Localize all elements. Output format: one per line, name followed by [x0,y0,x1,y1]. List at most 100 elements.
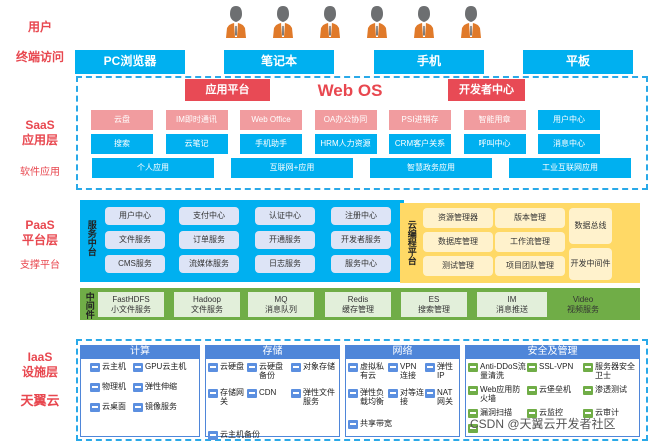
iaas-service-item[interactable]: 云硬盘备份 [247,362,290,381]
iaas-service-label: 存储网关 [220,388,244,406]
saas-app-3[interactable]: OA办公协同 [314,110,377,130]
saas-app-5[interactable]: 智能用章 [463,110,526,130]
iaas-service-item[interactable]: 渗透测试 [583,385,638,395]
saas-app-11[interactable]: CRM客户关系 [389,134,451,154]
storage-service-icon [247,389,257,398]
saas-app-2[interactable]: Web Office [240,110,302,130]
app-platform-button[interactable]: 应用平台 [185,79,270,101]
iaas-service-item[interactable]: 弹性文件服务 [291,388,338,407]
compute-service-icon [133,403,143,412]
iaas-service-label: 虚拟私有云 [360,362,384,380]
saas-app-1[interactable]: IM即时通讯 [165,110,228,130]
service-8[interactable]: CMS服务 [105,255,165,273]
dev-center-button[interactable]: 开发者中心 [448,79,525,101]
service-0[interactable]: 用户中心 [105,207,165,225]
saas-app-7[interactable]: 搜索 [91,134,153,154]
cloud-tool-4[interactable]: 测试管理 [423,256,493,276]
service-2[interactable]: 认证中心 [255,207,315,225]
iaas-service-item[interactable]: NAT网关 [425,388,458,407]
cloud-tool-3[interactable]: 工作流管理 [495,232,565,252]
service-4[interactable]: 文件服务 [105,231,165,249]
iaas-panel-title-compute: 计算 [80,345,200,359]
network-service-icon [348,363,358,372]
iaas-service-item[interactable]: CDN [247,388,290,398]
iaas-service-item[interactable]: 弹性伸缩 [133,382,198,392]
service-7[interactable]: 开发者服务 [331,231,391,249]
cloud-tool-1[interactable]: 版本管理 [495,208,565,228]
saas-app-9[interactable]: 手机助手 [240,134,302,154]
service-1[interactable]: 支付中心 [179,207,239,225]
service-3[interactable]: 注册中心 [331,207,391,225]
iaas-service-item[interactable]: VPN连接 [388,362,424,381]
cloud-tool-0[interactable]: 资源管理器 [423,208,493,228]
iaas-service-item[interactable]: 对象存储 [291,362,338,372]
security-service-icon [527,363,537,372]
saas-category-0[interactable]: 个人应用 [92,158,214,178]
saas-app-12[interactable]: 呼叫中心 [463,134,526,154]
saas-app-6[interactable]: 用户中心 [538,110,600,130]
iaas-service-item[interactable]: 弹性IP [425,362,458,381]
service-6[interactable]: 开通服务 [255,231,315,249]
saas-app-8[interactable]: 云笔记 [165,134,228,154]
iaas-service-item[interactable]: 云桌面 [90,402,132,412]
iaas-service-item[interactable]: 云堡垒机 [527,385,582,395]
iaas-service-item[interactable]: GPU云主机 [133,362,198,372]
saas-app-10[interactable]: HRM人力资源 [314,134,377,154]
service-10[interactable]: 日志服务 [255,255,315,273]
iaas-service-item[interactable]: 存储网关 [208,388,246,407]
user-person-icon [273,4,293,38]
iaas-service-item[interactable]: 云主机 [90,362,132,372]
saas-category-1[interactable]: 互联网+应用 [231,158,353,178]
iaas-service-label: 云审计 [595,408,619,417]
iaas-service-item[interactable]: 服务器安全卫士 [583,362,638,381]
iaas-service-label: 弹性负载均衡 [360,388,384,406]
terminal-1[interactable]: 笔记本 [224,50,334,74]
saas-app-13[interactable]: 消息中心 [538,134,600,154]
iaas-service-item[interactable]: 云审计 [583,408,638,418]
iaas-service-item[interactable]: 对等连接 [388,388,424,407]
cloud-tool-2[interactable]: 数据库管理 [423,232,493,252]
terminal-3[interactable]: 平板 [523,50,633,74]
iaas-service-item[interactable]: 云硬盘 [208,362,246,372]
iaas-service-item[interactable]: 共享带宽 [348,419,458,430]
middleware-desc: 小文件服务 [111,304,151,314]
storage-service-icon [208,389,218,398]
saas-app-0[interactable]: 云盘 [91,110,153,130]
saas-label-2: 应用层 [21,133,58,148]
iaas-service-item[interactable]: 云监控 [527,408,582,418]
middleware-desc: 搜索管理 [418,304,450,314]
middleware-desc: 视频服务 [567,304,599,314]
iaas-service-item[interactable]: 镜像服务 [133,402,198,412]
security-service-icon [583,386,593,395]
iaas-service-item[interactable]: 虚拟私有云 [348,362,387,381]
terminal-0[interactable]: PC浏览器 [75,50,185,74]
service-11[interactable]: 服务中心 [331,255,391,273]
iaas-service-item[interactable]: 弹性负载均衡 [348,388,387,407]
service-5[interactable]: 订单服务 [179,231,239,249]
iaas-service-item[interactable]: 云主机备份 [208,430,338,440]
network-service-icon [388,363,398,372]
iaas-service-item[interactable]: SSL-VPN [527,362,582,372]
iaas-service-item[interactable]: Web应用防火墙 [468,385,526,404]
saas-app-4[interactable]: PSI进销存 [389,110,451,130]
data-bus[interactable]: 数据总线 [569,208,612,244]
terminal-2[interactable]: 手机 [374,50,484,74]
iaas-service-item[interactable]: 物理机 [90,382,132,392]
iaas-label-2: 设施层 [21,365,58,380]
iaas-service-item[interactable]: 漏洞扫描 [468,408,526,418]
iaas-panel-title-security: 安全及管理 [465,345,640,359]
cloud-tool-5[interactable]: 项目团队管理 [495,256,565,276]
iaas-service-item[interactable]: Anti-DDoS流量清洗 [468,362,526,381]
saas-category-2[interactable]: 智慧政务应用 [370,158,492,178]
saas-category-3[interactable]: 工业互联网应用 [509,158,631,178]
iaas-service-label: 云监控 [539,408,563,417]
dev-middleware[interactable]: 开发中间件 [569,248,612,280]
service-9[interactable]: 流媒体服务 [179,255,239,273]
